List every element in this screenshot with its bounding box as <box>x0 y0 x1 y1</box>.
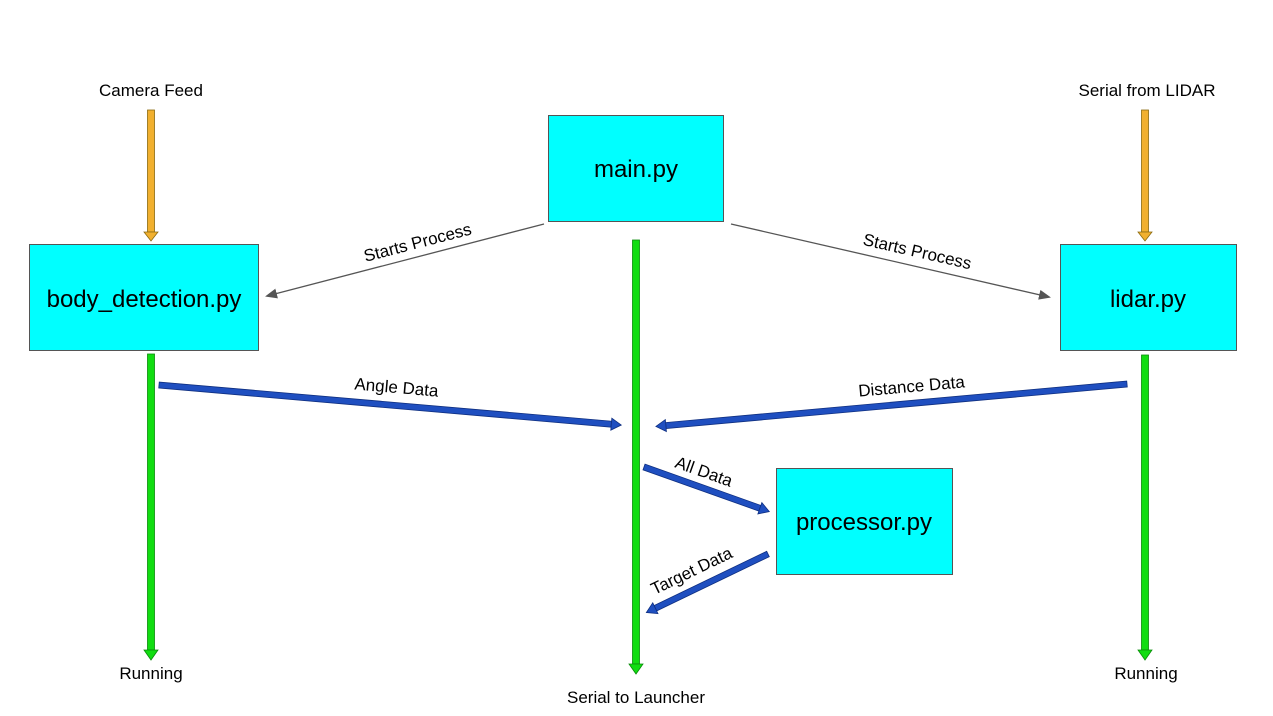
running-left-label: Running <box>119 664 182 683</box>
lidar-py-label: lidar.py <box>1110 286 1186 313</box>
camera-feed-label: Camera Feed <box>99 81 203 100</box>
body-detection-label: body_detection.py <box>47 286 242 313</box>
processor-py-box: processor.py <box>776 468 953 575</box>
starts-process-right-arrow <box>730 223 1051 300</box>
camera-feed-arrow <box>143 109 159 242</box>
distance-data-label: Distance Data <box>858 372 967 400</box>
main-py-label: main.py <box>594 156 678 183</box>
main-py-box: main.py <box>548 115 724 222</box>
distance-data-arrow <box>655 380 1128 433</box>
all-data-arrow <box>642 463 771 515</box>
lidar-running-line <box>1137 354 1153 661</box>
starts-process-left-label: Starts Process <box>362 220 474 266</box>
running-right-label: Running <box>1114 664 1177 683</box>
lidar-py-box: lidar.py <box>1060 244 1237 351</box>
processor-py-label: processor.py <box>796 509 932 536</box>
body-detection-box: body_detection.py <box>29 244 259 351</box>
serial-from-lidar-arrow <box>1137 109 1153 242</box>
main-running-line <box>628 239 644 675</box>
angle-data-label: Angle Data <box>354 374 440 400</box>
serial-to-launcher-label: Serial to Launcher <box>567 688 705 707</box>
target-data-arrow <box>645 550 770 615</box>
angle-data-arrow <box>158 381 623 431</box>
starts-process-left-arrow <box>265 223 545 299</box>
body-detection-running-line <box>143 353 159 661</box>
serial-from-lidar-label: Serial from LIDAR <box>1079 81 1216 100</box>
